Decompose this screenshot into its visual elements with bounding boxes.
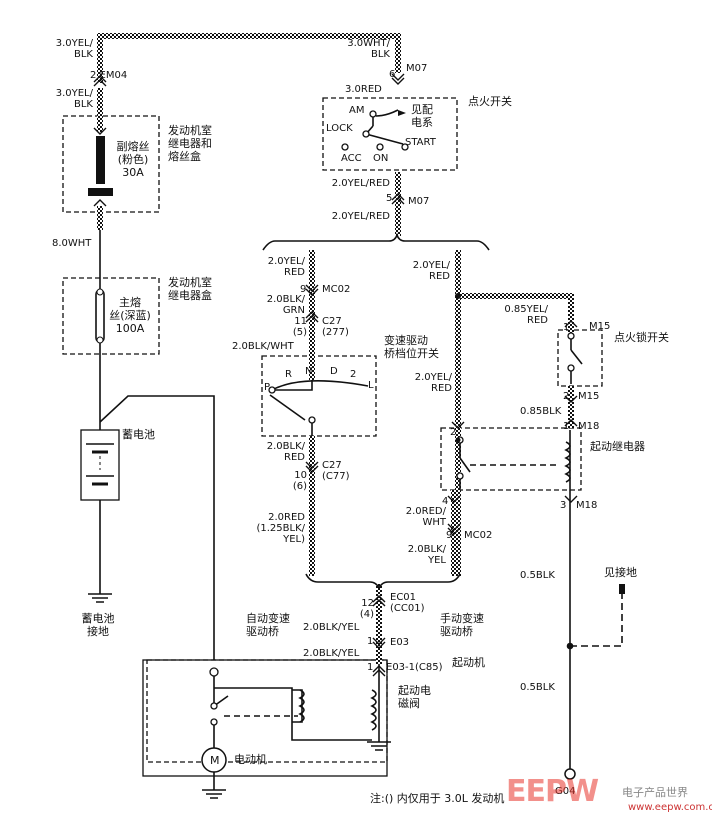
pin-label: 2 [450,427,457,438]
connector-m15: M15 [578,391,600,402]
ignition-switch-title: 点火开关 [468,95,512,108]
watermark-url: www.eepw.com.cn [628,802,712,813]
wire-label: 2.0BLK/ YEL [407,544,446,566]
motor-symbol [201,747,227,773]
switch-pos-lock: LOCK [326,123,353,134]
wire-label: 0.5BLK [520,570,555,581]
wire-label: 2.0BLK/YEL [303,648,360,659]
wire-label: 3.0WHT/ BLK [347,38,390,60]
connector-mc02: MC02 [322,284,351,295]
main-fuse-label: 主熔 丝(深蓝) 100A [109,296,151,335]
g04-ground-point [564,768,576,780]
switch-pos-start: START [405,137,436,148]
switch-pos-acc: ACC [341,153,362,164]
engine-relay-fuse-box-label: 发动机室 继电器和 熔丝盒 [168,124,212,163]
wire-label: 2.0YEL/ RED [267,256,305,278]
battery-ground-label: 蓄电池 接地 [81,612,115,638]
switch-pos-am: AM [349,105,365,116]
wire-label: 2.0RED/ WHT [405,506,446,528]
connector-c27: C27 (C77) [322,460,350,482]
gear-pos-l: L [368,380,374,391]
park-neutral-switch-label: 变速驱动 桥档位开关 [384,334,439,360]
wire-label: 3.0YEL/ BLK [55,88,93,110]
starter-label: 起动机 [452,656,485,669]
pin-label: 2 [563,391,570,402]
wire-label: 3.0YEL/ BLK [55,38,93,60]
see-power-distribution: 见配 电系 [411,103,433,129]
connector-m18: M18 [578,421,600,432]
pin-label: 12 (4) [359,598,374,620]
pin-label: 10 (6) [292,470,307,492]
connector-m07: M07 [408,196,430,207]
connector-e03-1: E03-1(C85) [386,662,443,673]
wire-label: 2.0YEL/RED [331,211,390,222]
pin-label: 3 [560,500,567,511]
connector-e03: E03 [390,637,410,648]
pin-label: 9 [300,284,307,295]
wire-label: 2.0YEL/ RED [414,372,452,394]
wire-top-run [97,33,401,39]
see-ground-label: 见接地 [604,566,637,579]
pin-label: 1 [563,421,570,432]
manual-transaxle-label: 手动变速 驱动桥 [440,612,484,638]
pin-label: 1 [367,636,374,647]
watermark-sub: 电子产品世界 [622,786,688,799]
wire-label: 8.0WHT [52,238,92,249]
starter-relay-label: 起动继电器 [590,440,645,453]
pin-label: 9 [446,530,453,541]
sub-fuse-element [96,136,105,184]
main-fuse-element [95,289,105,343]
wire-label: 2.0RED (1.25BLK/ YEL) [256,512,305,545]
wire-label: 0.5BLK [520,682,555,693]
gear-pos-r: R [285,369,292,380]
wire-label: 2.0BLK/ GRN [266,294,305,316]
starter-solenoid-label: 起动电 磁阀 [398,684,431,710]
connector-m18: M18 [576,500,598,511]
pin-label: 4 [442,496,449,507]
pin-label: 1 [367,662,374,673]
wire-label: 2.0BLK/YEL [303,622,360,633]
wire-label: 2.0YEL/RED [331,178,390,189]
battery-symbol [80,429,120,501]
wire-3wht-blk [395,33,401,73]
engine-relay-box-label: 发动机室 继电器盒 [168,276,212,302]
wire-label: 2.0BLK/WHT [232,341,294,352]
pin-label: 5 [386,193,393,204]
ground-g04: G04 [555,786,576,797]
pin-label: 11 (5) [292,316,307,338]
wire-label: 0.85BLK [520,406,562,417]
switch-pos-on: ON [373,153,389,164]
footnote: 注:() 内仅用于 3.0L 发动机 [370,792,505,805]
wire-label: 0.85YEL/ RED [504,304,548,326]
connector-m07: M07 [406,63,428,74]
auto-transaxle-label: 自动变速 驱动桥 [246,612,290,638]
connector-mc02: MC02 [464,530,493,541]
connector-c27: C27 (277) [322,316,349,338]
eepw-logo: EEPW [506,774,599,809]
connector-m15: M15 [589,321,611,332]
wire-3yel-2 [97,88,103,132]
gear-pos-n: N [305,366,313,377]
wire-label: 2.0YEL/ RED [412,260,450,282]
pin-label: 6 [389,69,396,80]
gear-pos-p: P [264,382,271,393]
wire-label: 3.0RED [345,84,382,95]
ignition-lock-switch-label: 点火锁开关 [614,331,669,344]
motor-m: M [210,754,220,767]
connector-ec01: EC01 (CC01) [390,592,425,614]
pin-label: 1 [563,322,570,333]
wire-3yel-top [97,33,103,83]
gear-pos-2: 2 [350,369,357,380]
sub-fuse-label: 副熔丝 (粉色) 30A [116,140,150,179]
gear-pos-d: D [330,366,338,377]
wire-label: 2.0BLK/ RED [266,441,305,463]
motor-label: 电动机 [234,753,267,766]
battery-label: 蓄电池 [122,428,155,441]
connector-em04: 2 EM04 [90,70,128,81]
